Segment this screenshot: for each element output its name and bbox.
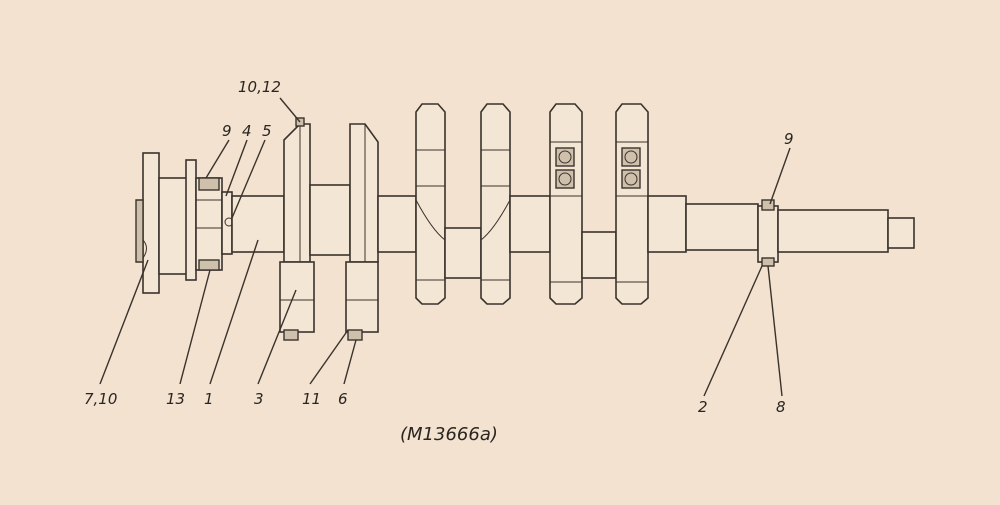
rear-main-bearing: [195, 177, 234, 271]
main-journal-2: [377, 195, 417, 253]
front-shaft: [647, 195, 915, 267]
flywheel-flange: [135, 152, 197, 294]
counterweight-1: [279, 261, 379, 341]
label-3: 3: [254, 390, 264, 408]
label-9-left: 9: [222, 122, 232, 140]
callout-labels: 10,12 9 4 5 9 7,10 13 1 3 11 6 2 8: [84, 78, 794, 416]
label-8: 8: [776, 398, 786, 416]
rear-main-journal: [231, 195, 285, 253]
label-2: 2: [698, 398, 708, 416]
crank-web-1: [283, 117, 379, 263]
label-11: 11: [302, 390, 321, 408]
crank-web-2: [415, 103, 511, 305]
label-10-12: 10,12: [238, 78, 281, 96]
label-5: 5: [262, 122, 272, 140]
label-6: 6: [338, 390, 348, 408]
main-journal-3: [509, 195, 551, 253]
label-9-right: 9: [784, 130, 794, 148]
label-7-10: 7,10: [84, 390, 117, 408]
leader-lines: [99, 97, 791, 397]
label-4: 4: [242, 122, 252, 140]
label-1: 1: [204, 390, 214, 408]
figure-code: (M13666a): [400, 424, 498, 445]
crank-web-3: [549, 103, 649, 305]
label-13: 13: [166, 390, 185, 408]
